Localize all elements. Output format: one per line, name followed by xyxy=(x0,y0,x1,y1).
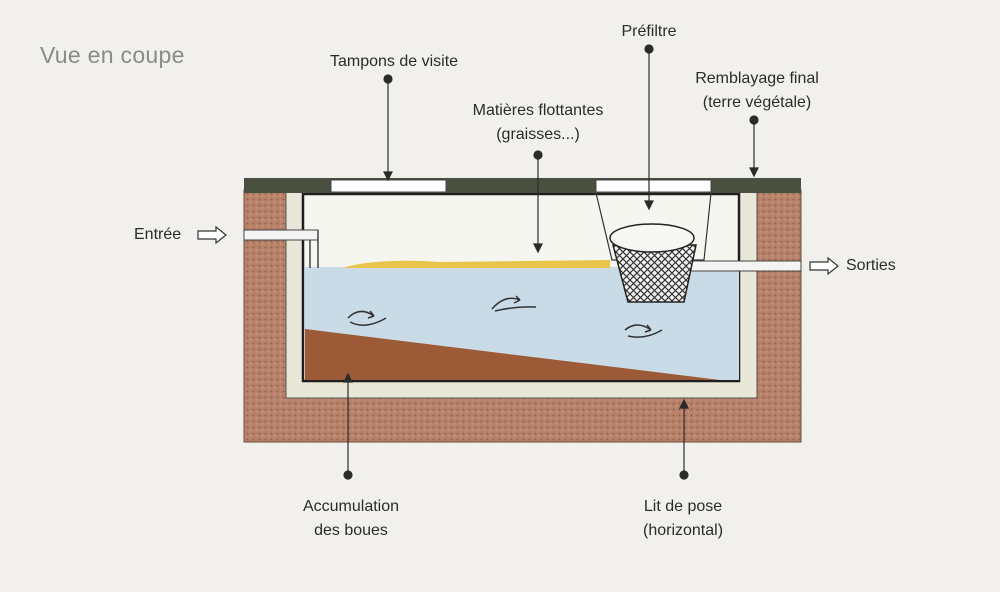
label-floating-matter-line1: Matières flottantes xyxy=(472,102,604,119)
inspection-cover-2 xyxy=(595,179,712,193)
sludge-layer xyxy=(305,329,720,380)
label-outlets: Sorties xyxy=(846,257,896,274)
leader-lines xyxy=(343,44,759,480)
prefilter-lid xyxy=(609,223,695,253)
outlet-pipe xyxy=(689,260,802,272)
label-bedding-line2: (horizontal) xyxy=(642,522,724,539)
label-sludge-line2: des boues xyxy=(314,522,388,539)
flow-arrow-icon xyxy=(347,310,387,326)
label-inspection-covers: Tampons de visite xyxy=(329,53,459,70)
outlet-arrow-icon xyxy=(809,256,839,276)
label-final-backfill-line1: Remblayage final xyxy=(695,70,819,87)
flow-arrow-icon xyxy=(624,324,663,338)
label-bedding-line1: Lit de pose xyxy=(643,498,723,515)
label-prefilter: Préfiltre xyxy=(621,23,677,40)
flow-arrow-icon xyxy=(491,295,537,312)
view-title: Vue en coupe xyxy=(40,42,185,68)
grease-layer xyxy=(345,260,610,268)
label-final-backfill-line2: (terre végétale) xyxy=(702,94,812,111)
topsoil-strip xyxy=(244,178,801,193)
label-floating-matter-line2: (graisses...) xyxy=(496,126,580,143)
inlet-arrow-icon xyxy=(197,225,227,245)
inlet-pipe xyxy=(243,229,319,241)
prefilter-basket xyxy=(612,244,697,303)
inspection-cover-1 xyxy=(330,179,447,193)
label-sludge-line1: Accumulation xyxy=(302,498,400,515)
label-inlet: Entrée xyxy=(134,226,182,243)
